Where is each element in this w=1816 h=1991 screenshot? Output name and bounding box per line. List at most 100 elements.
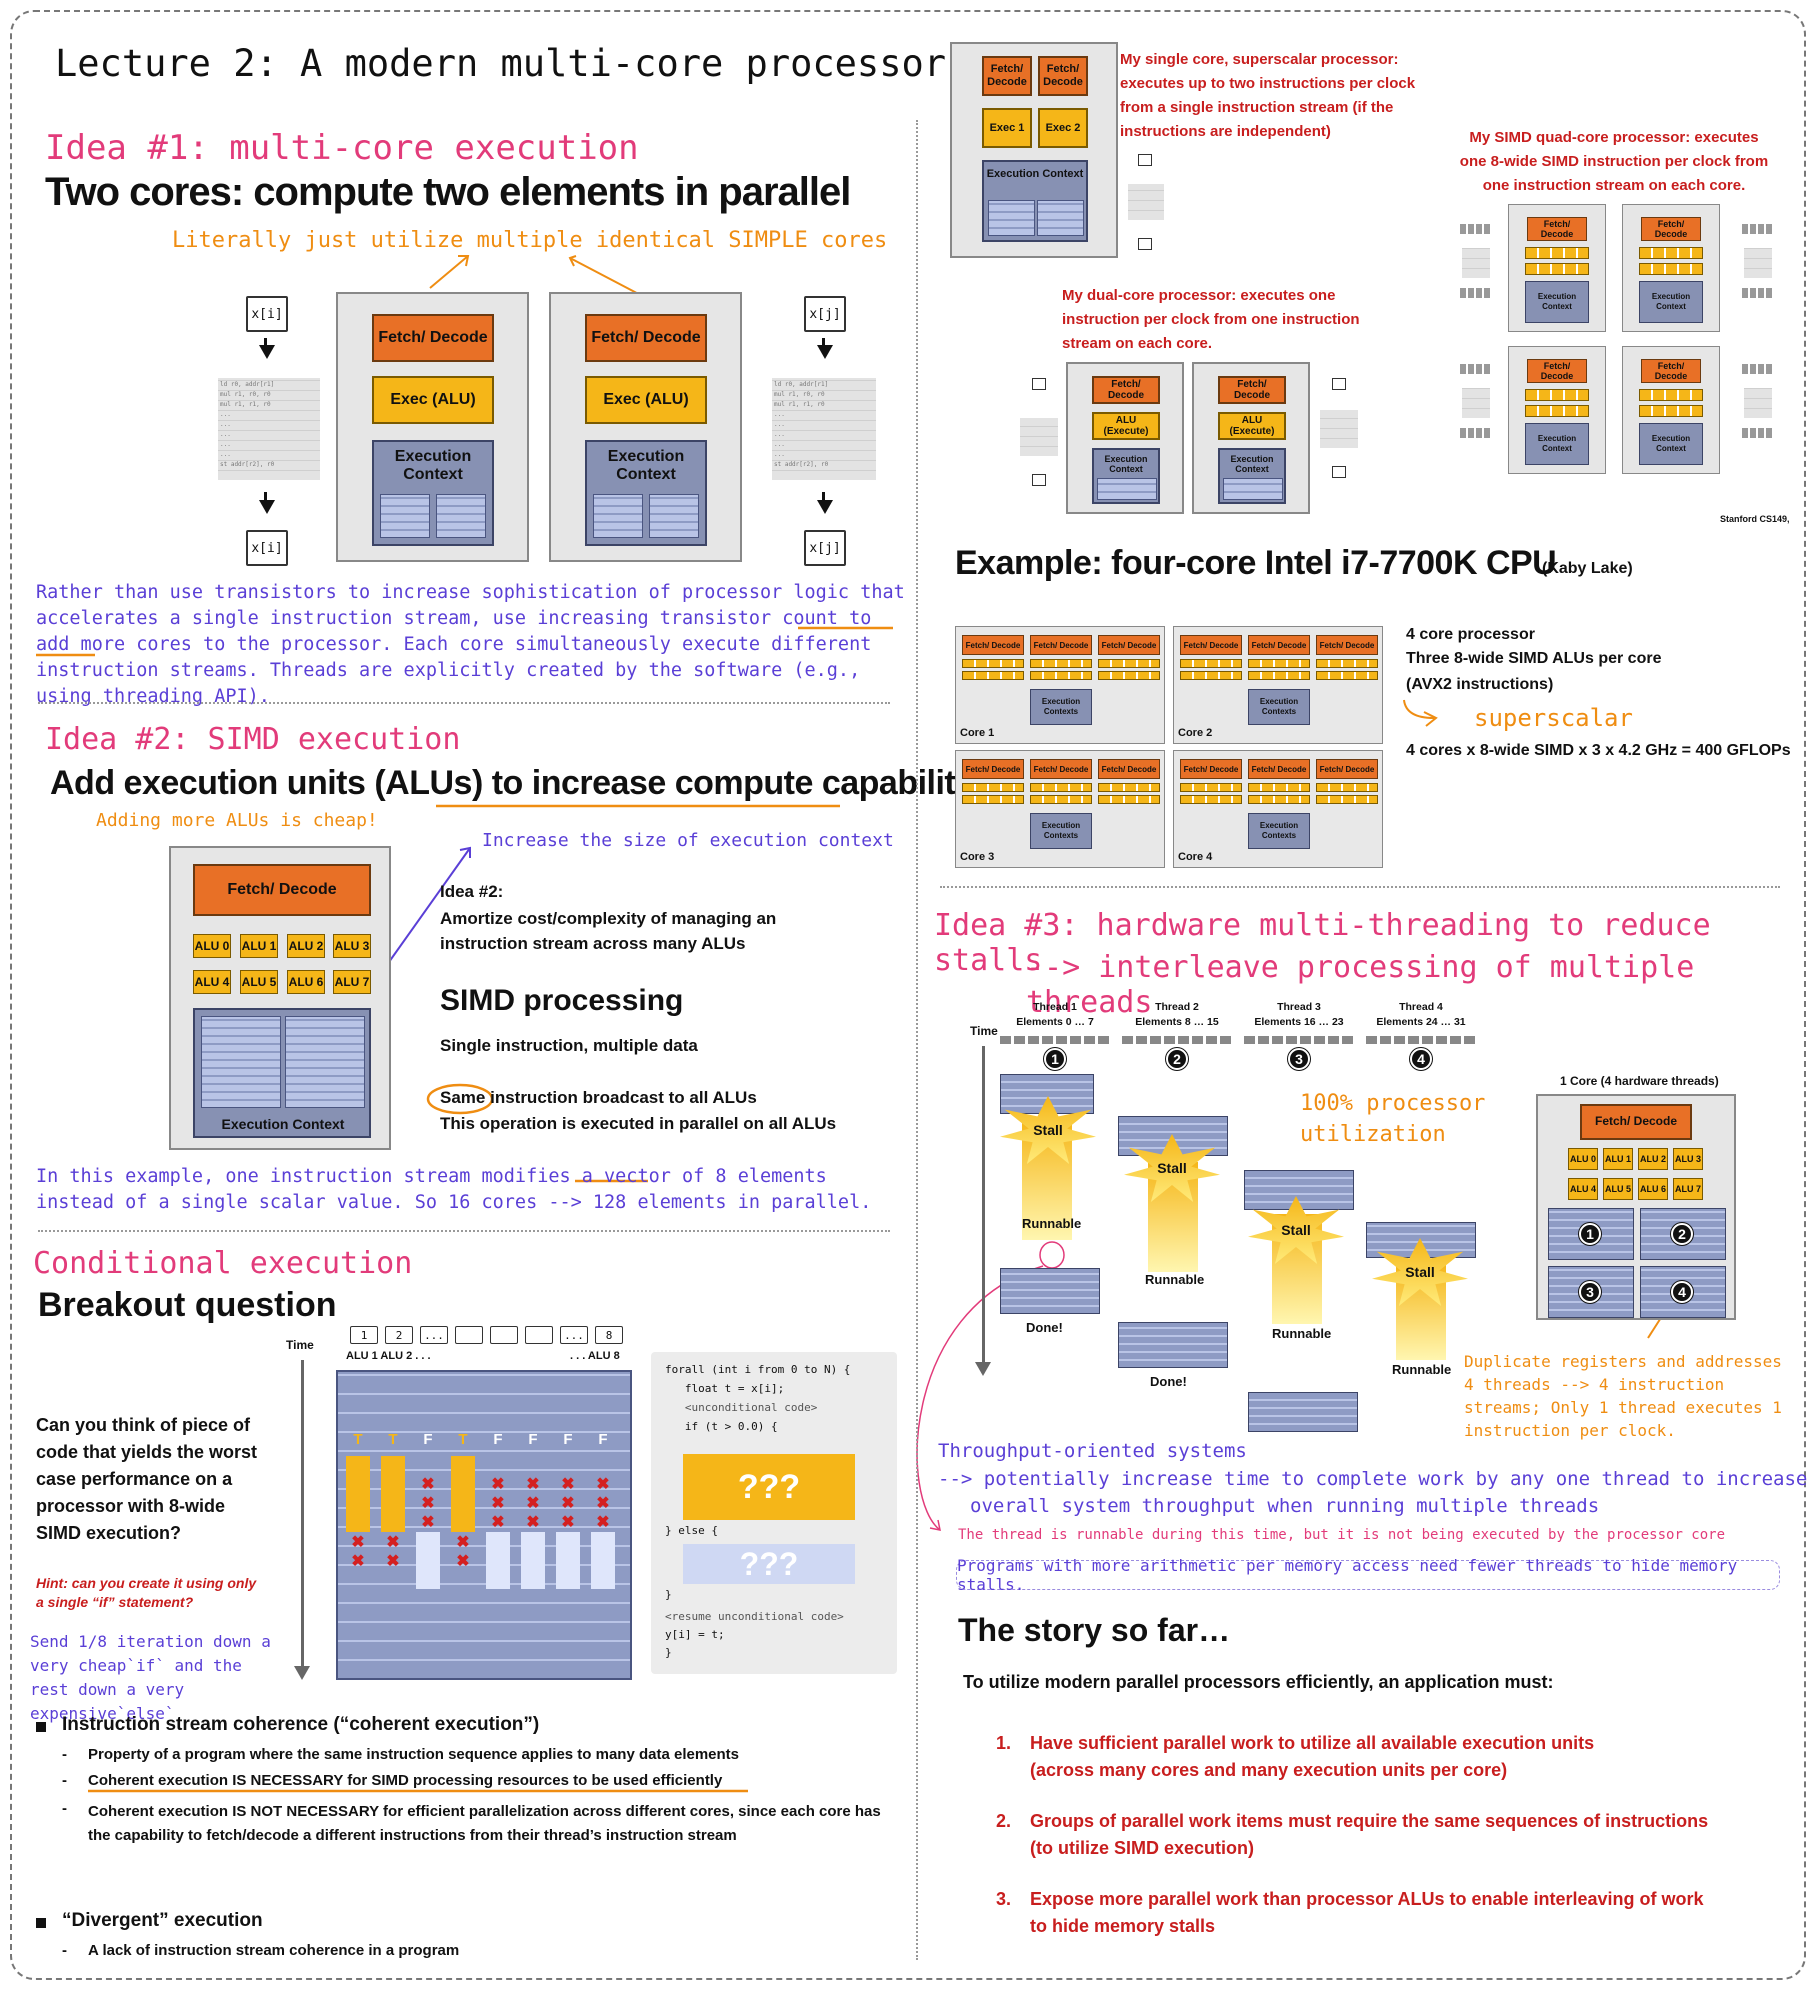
register-block [649, 494, 699, 538]
register-block [380, 494, 430, 538]
active-lane-cell [381, 1475, 405, 1494]
idea2-label: Idea #2: [440, 882, 504, 901]
bullet-coherence-c: Coherent execution IS NOT NECESSARY for … [88, 1803, 881, 1844]
close-brace-line: } [665, 1588, 672, 1601]
utilization-note: 100% processor utilization [1300, 1091, 1486, 1147]
story-item-line-b: to hide memory stalls [1030, 1916, 1216, 1936]
thread-data-strip [1122, 1036, 1232, 1044]
alu-row [1316, 659, 1378, 668]
instruction-icon [1032, 378, 1046, 390]
down-arrow-stem [822, 338, 825, 352]
lane-box-1: 1 [350, 1326, 378, 1344]
instruction-icon [1138, 154, 1152, 166]
input-left-box: x[i] [246, 296, 288, 332]
simd-execution-grid: T✖✖T✖✖F✖✖✖T✖✖F✖✖✖F✖✖✖F✖✖✖F✖✖✖ [336, 1370, 632, 1680]
else-line: } else { [665, 1524, 718, 1537]
register-block [1223, 478, 1283, 500]
thread-name: Thread 4 [1399, 1001, 1443, 1013]
alu-0: ALU 0 [193, 934, 231, 958]
execution-context: Execution Context [1218, 448, 1286, 504]
masked-lane-icon: ✖ [596, 1514, 609, 1531]
execution-context: Execution Context [1639, 423, 1703, 465]
execution-context: Execution Context [372, 440, 494, 546]
code-panel: forall (int i from 0 to N) { float t = x… [651, 1352, 897, 1674]
fetch-decode-unit: Fetch/ Decode [1316, 635, 1378, 655]
story-lead: To utilize modern parallel processors ef… [963, 1672, 1554, 1692]
down-arrow-stem [264, 492, 267, 506]
active-lane-cell [556, 1551, 580, 1570]
fetch-decode-unit: Fetch/ Decode [1092, 376, 1160, 404]
alu-row [1525, 405, 1589, 417]
alu-row [1030, 783, 1092, 792]
active-lane-cell [381, 1494, 405, 1513]
thread-data-strip [1366, 1036, 1476, 1044]
idea3-heading-1: Idea #3: hardware multi-threading to red… [934, 908, 1711, 978]
time-label: Time [970, 1024, 998, 1038]
masked-lane-icon: ✖ [456, 1553, 469, 1570]
execution-context: Execution Context [1525, 423, 1589, 465]
branch-flag-3: F [423, 1431, 432, 1448]
fetch-decode-unit: Fetch/ Decode [1180, 759, 1242, 779]
page-frame [10, 10, 1806, 1980]
alu-row [1639, 263, 1703, 275]
fetch-decode-unit: Fetch/ Decode [1248, 759, 1310, 779]
story-item-line-a: Have sufficient parallel work to utilize… [1030, 1733, 1595, 1753]
register-block [201, 1016, 281, 1108]
superscalar-text: My single core, superscalar processor: e… [1120, 51, 1416, 140]
alu-row [962, 671, 1024, 680]
masked-lane-icon: ✖ [491, 1495, 504, 1512]
fetch-decode-unit: Fetch/ Decode [1218, 376, 1286, 404]
down-arrow-stem [822, 492, 825, 506]
fetch-decode-unit: Fetch/ Decode [1641, 217, 1701, 241]
conditional-heading: Conditional execution [33, 1246, 413, 1281]
instruction-icon [1742, 288, 1774, 298]
column-divider [916, 120, 918, 1960]
dual-core-1: Fetch/ Decode ALU (Execute) Execution Co… [1066, 362, 1184, 514]
execution-context-label: Execution Context [221, 1116, 345, 1132]
alu-5: ALU 5 [240, 970, 278, 994]
active-lane-cell [486, 1551, 510, 1570]
active-lane-cell [451, 1494, 475, 1513]
duplicate-note: Duplicate registers and addresses 4 thre… [1464, 1352, 1782, 1440]
active-lane-cell [346, 1475, 370, 1494]
instruction-icon [1742, 428, 1774, 438]
execution-context: Execution Context [1525, 281, 1589, 323]
down-arrow-icon [259, 345, 275, 359]
simd-subtitle: Single instruction, multiple data [440, 1036, 698, 1055]
lane-box-6 [525, 1326, 553, 1344]
masked-lane-icon: ✖ [351, 1534, 364, 1551]
divider [38, 702, 890, 704]
core-1: Fetch/ Decode Exec (ALU) Execution Conte… [336, 292, 529, 562]
alu-row [1525, 247, 1589, 259]
story-item-line-a: Groups of parallel work items must requi… [1030, 1811, 1709, 1831]
story-item-1: 1.Have sufficient parallel work to utili… [996, 1730, 1756, 1784]
thread4-runnable-label: Runnable [1392, 1362, 1452, 1377]
simd-core: Fetch/ Decode ALU 0 ALU 1 ALU 2 ALU 3 AL… [169, 846, 391, 1150]
thread-data-strip [1244, 1036, 1354, 1044]
instruction-icon [1332, 466, 1346, 478]
else-branch-block: ??? [683, 1544, 855, 1584]
branch-flag-6: F [528, 1431, 537, 1448]
alu-3: ALU 3 [1673, 1148, 1703, 1170]
active-lane-cell [556, 1570, 580, 1589]
execution-context: Execution Context [982, 160, 1088, 242]
quad-core-text: My SIMD quad-core processor: executes on… [1459, 129, 1769, 194]
masked-lane-icon: ✖ [596, 1476, 609, 1493]
instruction-icon [1460, 224, 1492, 234]
resume-line: <resume unconditional code> [665, 1610, 844, 1623]
alu-row [962, 659, 1024, 668]
fetch-decode-unit: Fetch/ Decode [982, 56, 1032, 96]
instruction-stream [1744, 248, 1772, 278]
alu-row [1098, 795, 1160, 804]
story-item-line-b: (across many cores and many execution un… [1030, 1760, 1508, 1780]
execution-context: Execution Context [193, 1008, 371, 1138]
masked-lane-icon: ✖ [456, 1534, 469, 1551]
instruction-stream [1462, 248, 1490, 278]
masked-lane-icon: ✖ [491, 1514, 504, 1531]
